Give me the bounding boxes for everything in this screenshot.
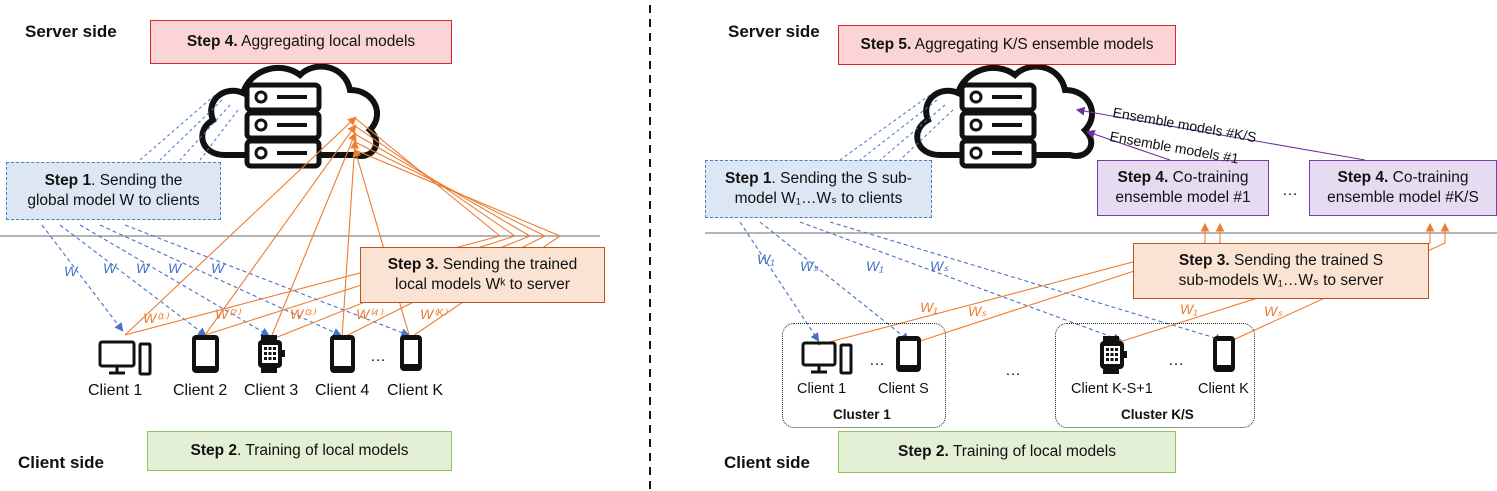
left-wk-label: W⁽¹⁾: [143, 310, 168, 326]
left-client-4-phone-icon: [330, 335, 355, 373]
left-client-label: Client 1: [88, 382, 143, 399]
step-text: Aggregating local models: [237, 33, 416, 50]
left-client-label: Client K: [387, 382, 444, 399]
right-purple-arrows: [1075, 106, 1366, 161]
right-client-s-phone-icon: [896, 336, 921, 372]
left-orange-arrows: [124, 116, 411, 341]
step-label: Step 4.: [186, 33, 238, 50]
step-text: . Training of local models: [237, 442, 409, 459]
right-client-side-label: Client side: [724, 453, 810, 472]
left-blue-arrows: [41, 224, 411, 337]
step-text-line2: sub-models W₁…Wₛ to server: [1178, 272, 1384, 289]
step-label: Step 1: [44, 172, 92, 189]
clusters-ellipsis: …: [1005, 362, 1021, 379]
step-text-line2: ensemble model #1: [1115, 189, 1251, 206]
left-step1-box: Step 1. Sending the global model W to cli…: [6, 162, 221, 220]
cluster-label: Cluster K/S: [1121, 407, 1194, 422]
step-text-line1: Sending the trained S: [1229, 252, 1384, 269]
step-text: Training of local models: [948, 443, 1116, 460]
step-label: Step 4.: [1337, 169, 1389, 186]
left-clients-ellipsis: …: [370, 348, 386, 365]
right-client-ks1-watch-icon: [1100, 336, 1127, 374]
cluster-ks-box: [1055, 323, 1255, 428]
right-step3-box: Step 3. Sending the trained S sub-models …: [1133, 243, 1429, 299]
left-cloud-server-icon: [199, 63, 381, 169]
right-step2-box: Step 2. Training of local models: [838, 431, 1176, 473]
right-step5-box: Step 5. Aggregating K/S ensemble models: [838, 25, 1176, 65]
step-text: Aggregating K/S ensemble models: [911, 36, 1154, 53]
step-text-line1: Sending the trained: [438, 256, 578, 273]
left-wk-label: W⁽²⁾: [215, 306, 240, 322]
step-text-line1: . Sending the: [91, 172, 183, 189]
right-w-orange-label: Wₛ: [968, 303, 987, 319]
left-client-side-label: Client side: [18, 453, 104, 472]
left-client-k-phone-icon: [400, 335, 422, 371]
right-client-label: Client S: [878, 381, 929, 397]
left-client-label: Client 4: [315, 382, 370, 399]
right-blue-arrows: [739, 221, 1225, 343]
cluster-label: Cluster 1: [833, 407, 891, 422]
right-cloud-to-step1-lines: [839, 94, 954, 161]
left-client-3-watch-icon: [258, 335, 285, 373]
left-wk-label: W⁽³⁾: [290, 306, 315, 322]
right-w-blue-label: Wₛ: [800, 258, 819, 274]
left-w-label: W: [168, 260, 182, 276]
step-label: Step 5.: [860, 36, 912, 53]
left-step3-box: Step 3. Sending the trained local models …: [360, 247, 605, 303]
left-client-1-desktop-icon: [98, 340, 152, 376]
left-client-label: Client 3: [244, 382, 299, 399]
left-step4-box: Step 4. Aggregating local models: [150, 20, 452, 64]
right-client-label: Client K-S+1: [1071, 381, 1153, 397]
right-client-label: Client K: [1198, 381, 1249, 397]
left-server-side-label: Server side: [25, 22, 117, 41]
right-w-blue-label: W₁: [757, 251, 775, 267]
step-label: Step 3.: [1178, 252, 1230, 269]
step-text-line1: . Sending the S sub-: [771, 170, 912, 187]
right-step1-box: Step 1. Sending the S sub-model W₁…Wₛ to…: [705, 160, 932, 218]
right-client-1-desktop-icon: [801, 341, 853, 375]
right-server-side-label: Server side: [728, 22, 820, 41]
left-wk-label: W⁽ᴷ⁾: [420, 306, 447, 322]
cluster-ks-ellipsis: …: [1168, 352, 1184, 369]
step-label: Step 2: [190, 442, 238, 459]
right-step4b-box: Step 4. Co-training ensemble model #K/S: [1309, 160, 1497, 216]
step-text-line2: global model W to clients: [27, 192, 200, 209]
left-client-2-phone-icon: [192, 335, 219, 373]
left-cloud-to-step1-lines: [139, 94, 239, 161]
right-client-label: Client 1: [797, 381, 847, 397]
left-w-label: W: [103, 260, 117, 276]
left-orange-fan: [124, 117, 561, 341]
right-w-blue-label: W₁: [866, 258, 884, 274]
right-step4-ellipsis: …: [1282, 182, 1298, 199]
right-w-orange-label: W₁: [920, 299, 938, 315]
right-step4a-box: Step 4. Co-training ensemble model #1: [1097, 160, 1269, 216]
left-w-label: W: [64, 263, 78, 279]
step-text-line1: Co-training: [1168, 169, 1249, 186]
step-label: Step 1: [725, 170, 772, 187]
step-label: Step 2.: [898, 443, 949, 460]
right-w-blue-label: Wₛ: [930, 258, 949, 274]
step-label: Step 3.: [387, 256, 439, 273]
left-wk-label: W⁽⁴⁾: [356, 306, 383, 322]
step-text-line1: Co-training: [1388, 169, 1469, 186]
cluster1-ellipsis: …: [869, 352, 885, 369]
right-w-orange-label: Wₛ: [1264, 303, 1283, 319]
right-client-k-phone-icon: [1213, 336, 1235, 372]
step-text-line2: ensemble model #K/S: [1327, 189, 1479, 206]
left-client-label: Client 2: [173, 382, 228, 399]
step-label: Step 4.: [1117, 169, 1169, 186]
left-step2-box: Step 2. Training of local models: [147, 431, 452, 471]
right-cloud-server-icon: [914, 63, 1096, 169]
step-text-line2: local models Wᵏ to server: [395, 276, 570, 293]
left-w-label: W: [211, 260, 225, 276]
right-w-orange-label: W₁: [1180, 301, 1198, 317]
cluster-1-box: [782, 323, 946, 428]
step-text-line2: model W₁…Wₛ to clients: [734, 190, 903, 207]
left-w-label: W: [136, 260, 150, 276]
